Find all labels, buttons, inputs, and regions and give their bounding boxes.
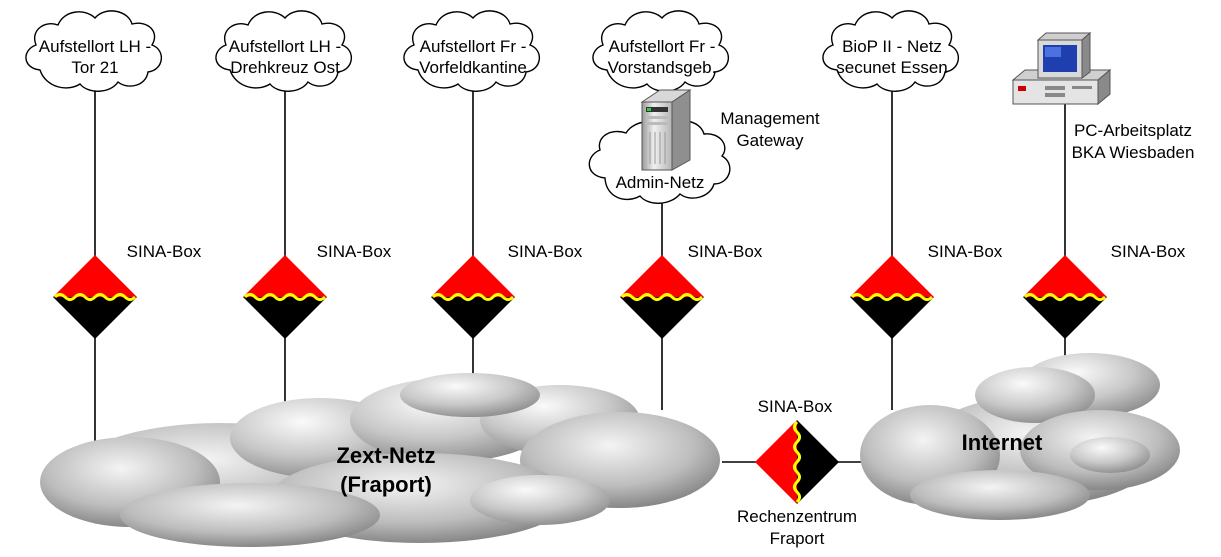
sina-box-datacenter	[755, 420, 839, 504]
site-3-line2: Vorfeldkantine	[419, 58, 527, 77]
site-cloud-3	[403, 10, 540, 92]
sina-box-1	[53, 255, 137, 339]
labels: Aufstellort LH - Tor 21 Aufstellort LH -…	[39, 37, 1195, 548]
sina-box-6	[1023, 255, 1107, 339]
site-5-line2: secunet Essen	[836, 58, 948, 77]
site-3-line1: Aufstellort Fr -	[420, 37, 527, 56]
sina-box-3	[431, 255, 515, 339]
internet-label: Internet	[962, 430, 1043, 455]
sina-box-label-1: SINA-Box	[127, 242, 202, 261]
sina-box-label-3: SINA-Box	[508, 242, 583, 261]
datacenter-line1: Rechenzentrum	[737, 507, 857, 526]
site-1-line2: Tor 21	[71, 58, 118, 77]
site-cloud-1	[25, 10, 162, 92]
zext-net-cloud	[40, 373, 720, 547]
sina-box-label-4: SINA-Box	[688, 242, 763, 261]
admin-net-label: Admin-Netz	[616, 173, 705, 192]
connection-lines	[94, 75, 1066, 470]
internet-cloud	[860, 353, 1180, 520]
sina-box-5	[850, 255, 934, 339]
sina-box-label-2: SINA-Box	[317, 242, 392, 261]
pc-workstation-icon	[1011, 31, 1112, 106]
management-gateway-line1: Management	[720, 109, 820, 128]
zext-net-line2: (Fraport)	[340, 472, 432, 497]
pc-workplace-line2: BKA Wiesbaden	[1072, 143, 1195, 162]
zext-net-line1: Zext-Netz	[336, 443, 435, 468]
site-cloud-2	[215, 10, 352, 92]
site-1-line1: Aufstellort LH -	[39, 37, 151, 56]
sina-box-2	[243, 255, 327, 339]
sina-box-label-5: SINA-Box	[928, 242, 1003, 261]
sina-box-label-6: SINA-Box	[1111, 242, 1186, 261]
pc-workplace-line1: PC-Arbeitsplatz	[1074, 121, 1192, 140]
sina-box-4	[620, 255, 704, 339]
site-2-line2: Drehkreuz Ost	[230, 58, 340, 77]
management-gateway-line2: Gateway	[736, 131, 804, 150]
site-5-line1: BioP II - Netz	[842, 37, 942, 56]
site-4-line2: Vorstandsgeb.	[608, 58, 717, 77]
server-icon	[640, 89, 692, 171]
sina-box-label-datacenter: SINA-Box	[758, 397, 833, 416]
site-2-line1: Aufstellort LH -	[229, 37, 341, 56]
datacenter-line2: Fraport	[770, 529, 825, 548]
sina-boxes	[53, 255, 1107, 504]
site-clouds	[25, 10, 959, 204]
site-cloud-5	[822, 10, 959, 92]
site-4-line1: Aufstellort Fr -	[609, 37, 716, 56]
